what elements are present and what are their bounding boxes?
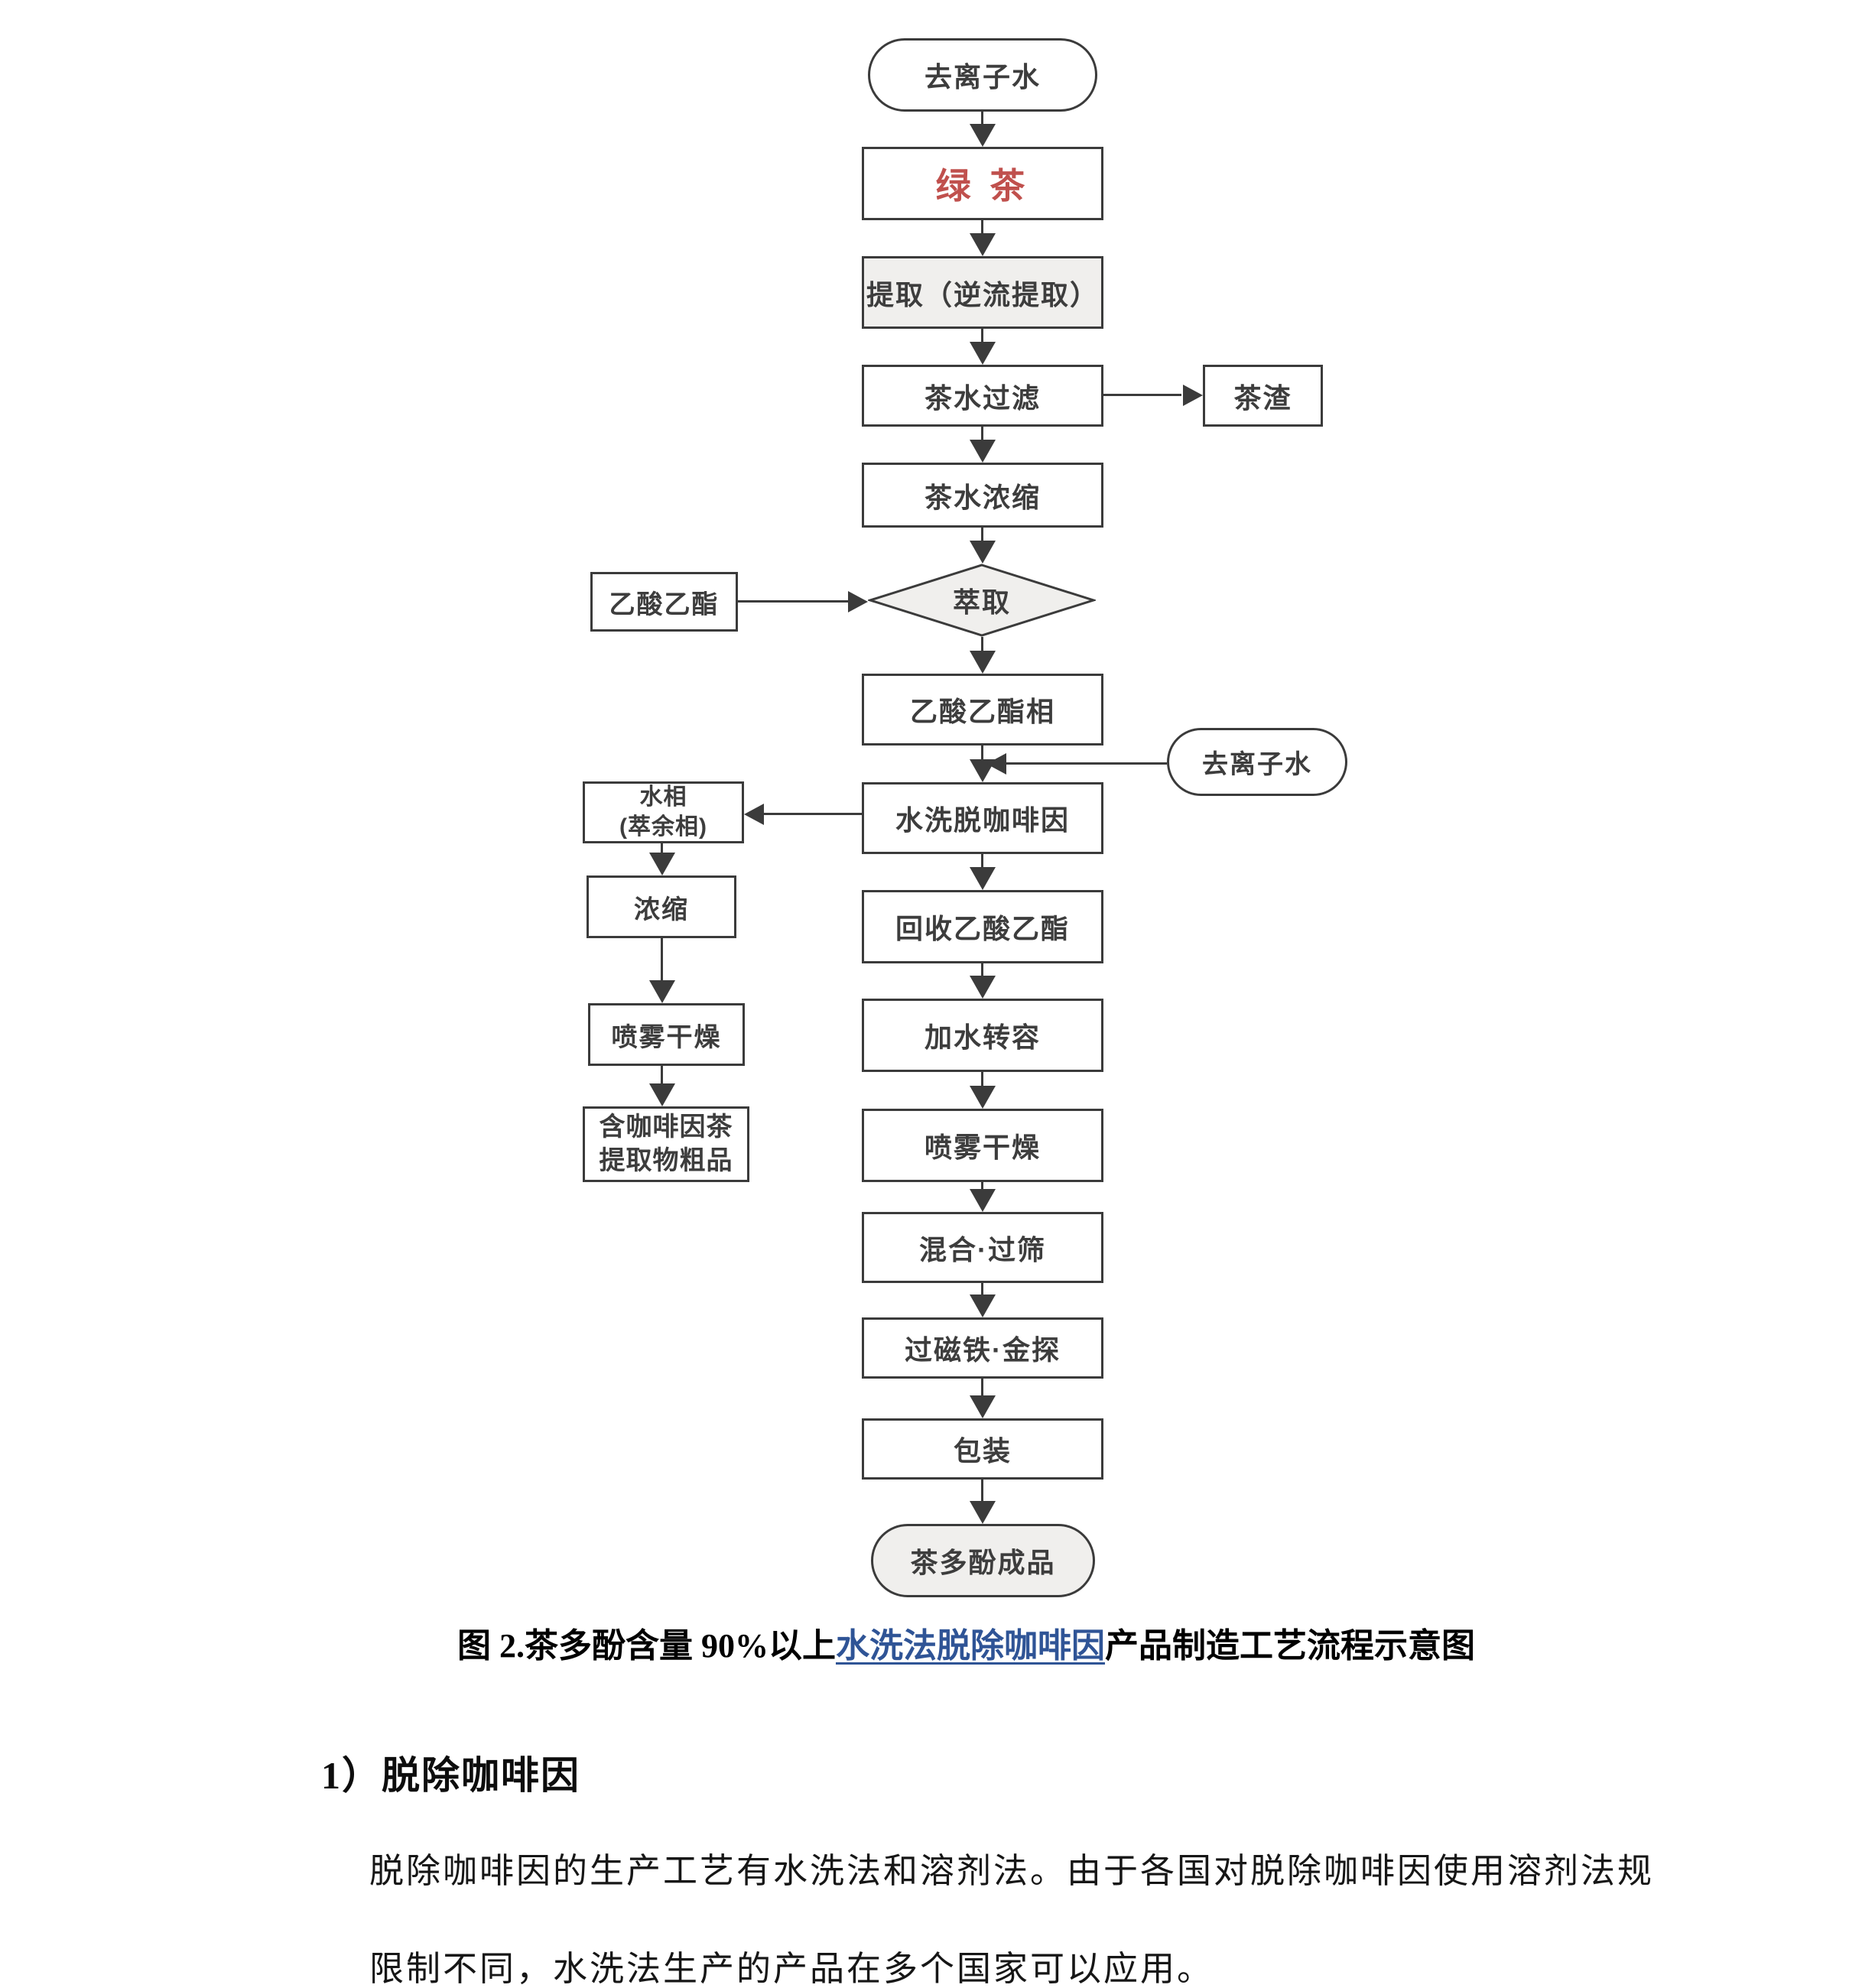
node-spray-dry-left: 喷雾干燥 [588, 1003, 745, 1066]
node-recover-ethyl-acetate: 回收乙酸乙酯 [862, 890, 1103, 963]
arrow-down-line [981, 220, 983, 235]
arrow-down-head [970, 1189, 996, 1212]
arrow-down-line [981, 1182, 983, 1191]
figure-caption: 图 2.茶多酚含量 90%以上水洗法脱除咖啡因产品制造工艺流程示意图 [457, 1618, 1475, 1667]
arrow-down-head [970, 342, 996, 365]
node-tea-water-concentrate: 茶水浓缩 [862, 463, 1103, 528]
section-heading: 1）脱除咖啡因 [321, 1754, 580, 1797]
arrow-left-head [986, 753, 1006, 775]
arrow-down-head [970, 440, 996, 463]
node-mix-sieve: 混合·过筛 [862, 1212, 1103, 1283]
node-magnet-metal-detect: 过磁铁·金探 [862, 1317, 1103, 1379]
arrow-right-line [738, 600, 848, 603]
node-caffeine-crude-line2: 提取物粗品 [599, 1145, 733, 1175]
arrow-down-head [970, 1294, 996, 1317]
node-spray-dry-main: 喷雾干燥 [862, 1109, 1103, 1182]
node-caffeine-crude: 含咖啡因茶 提取物粗品 [583, 1106, 749, 1182]
arrow-down-line [981, 963, 983, 977]
arrow-down-line [981, 854, 983, 869]
node-ethyl-acetate-phase: 乙酸乙酯相 [862, 674, 1103, 746]
arrow-down-line [981, 1072, 983, 1087]
arrow-down-line [981, 637, 983, 652]
arrow-down-line [981, 528, 983, 542]
node-extraction: 提取（逆流提取） [862, 256, 1103, 329]
arrow-down-head [970, 651, 996, 674]
node-deionized-water-right: 去离子水 [1167, 728, 1347, 796]
arrow-down-line [981, 1379, 983, 1397]
arrow-down-line [981, 112, 983, 125]
arrow-down-line [981, 1283, 983, 1296]
node-add-water-transfer: 加水转容 [862, 999, 1103, 1072]
paragraph-line-2: 限制不同，水洗法生产的产品在多个国家可以应用。 [369, 1950, 1214, 1988]
arrow-down-head [970, 1501, 996, 1524]
arrow-down-line [661, 843, 663, 854]
node-water-phase: 水相 (萃余相) [583, 781, 744, 843]
node-caffeine-crude-line1: 含咖啡因茶 [599, 1112, 733, 1142]
arrow-left-head [744, 804, 764, 825]
arrow-down-head [649, 980, 675, 1003]
arrow-down-head [649, 1083, 675, 1106]
paragraph-line-1: 脱除咖啡因的生产工艺有水洗法和溶剂法。由于各国对脱除咖啡因使用溶剂法规 [369, 1852, 1655, 1890]
arrow-down-line [981, 746, 983, 761]
node-deionized-water-top: 去离子水 [868, 38, 1097, 112]
arrow-down-head [970, 976, 996, 999]
node-tea-polyphenol-product: 茶多酚成品 [871, 1524, 1095, 1597]
arrow-down-line [981, 1480, 983, 1502]
node-tea-water-filter: 茶水过滤 [862, 365, 1103, 427]
node-green-tea: 绿 茶 [862, 147, 1103, 220]
node-water-phase-line2: (萃余相) [619, 814, 707, 840]
figure-caption-link[interactable]: 水洗法脱除咖啡因 [836, 1627, 1105, 1665]
figure-caption-prefix: 图 2.茶多酚含量 90%以上 [457, 1627, 836, 1665]
arrow-down-head [970, 1395, 996, 1418]
arrow-down-line [661, 938, 663, 982]
node-concentrate: 浓缩 [587, 875, 736, 938]
node-water-wash-decaffeinate: 水洗脱咖啡因 [862, 782, 1103, 854]
node-solvent-extract-diamond: 萃取 [868, 564, 1096, 637]
arrow-down-head [649, 853, 675, 875]
node-ethyl-acetate: 乙酸乙酯 [590, 572, 738, 632]
arrow-down-head [970, 867, 996, 890]
arrow-left-line [762, 813, 862, 815]
node-water-phase-line1: 水相 [639, 784, 687, 810]
arrow-right-line [1103, 394, 1181, 396]
arrow-down-head [970, 233, 996, 256]
arrow-down-head [970, 541, 996, 564]
arrow-down-head [970, 1086, 996, 1109]
arrow-right-head [848, 591, 868, 612]
arrow-down-line [981, 329, 983, 343]
node-solvent-extract-label: 萃取 [952, 586, 1011, 618]
arrow-down-line [981, 427, 983, 441]
diamond-shape [868, 564, 1096, 637]
figure-caption-suffix: 产品制造工艺流程示意图 [1105, 1627, 1475, 1665]
arrow-down-line [661, 1066, 663, 1085]
arrow-left-line [1005, 762, 1167, 765]
node-tea-dregs: 茶渣 [1203, 365, 1323, 427]
node-packaging: 包装 [862, 1418, 1103, 1480]
arrow-right-head [1183, 385, 1203, 406]
arrow-down-head [970, 124, 996, 147]
